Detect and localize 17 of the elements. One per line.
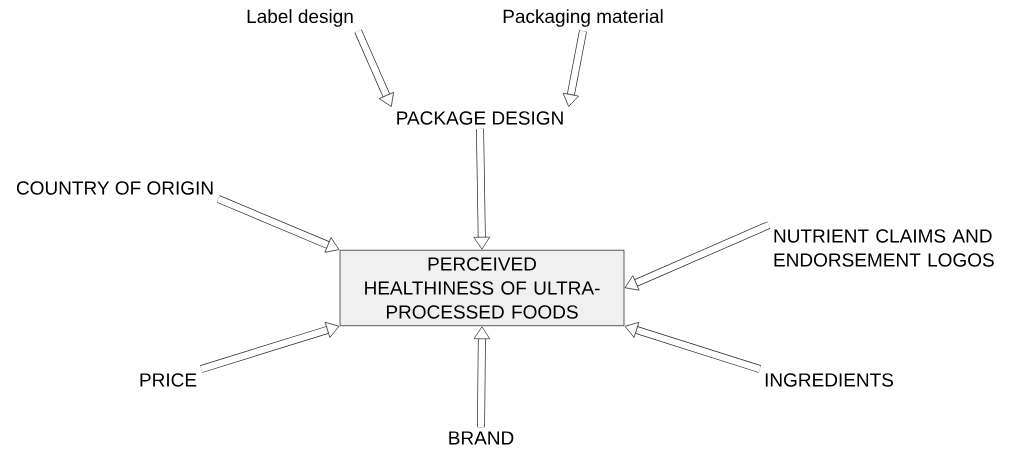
hollow-arrow [624,322,762,373]
central-box: PERCEIVED HEALTHINESS OF ULTRA-PROCESSED FOODS [339,249,625,327]
hollow-arrow [200,321,340,373]
hollow-arrow [473,128,491,250]
factor-label: PRICE [140,373,197,387]
factor-label: COUNTRY OF ORIGIN [16,181,213,195]
hollow-arrow [624,221,771,291]
factor-label: PACKAGE DESIGN [397,111,563,125]
hollow-arrow [473,326,491,428]
factor-label: INGREDIENTS [765,373,894,387]
hollow-arrow [216,195,340,253]
factor-label: Label design [247,9,353,27]
factor-label: Packaging material [503,9,663,27]
hollow-arrow [562,30,587,107]
hollow-arrow [354,29,395,107]
factor-label: BRAND [449,431,514,445]
factor-label: NUTRIENT CLAIMS AND ENDORSEMENT LOGOS [774,229,994,267]
